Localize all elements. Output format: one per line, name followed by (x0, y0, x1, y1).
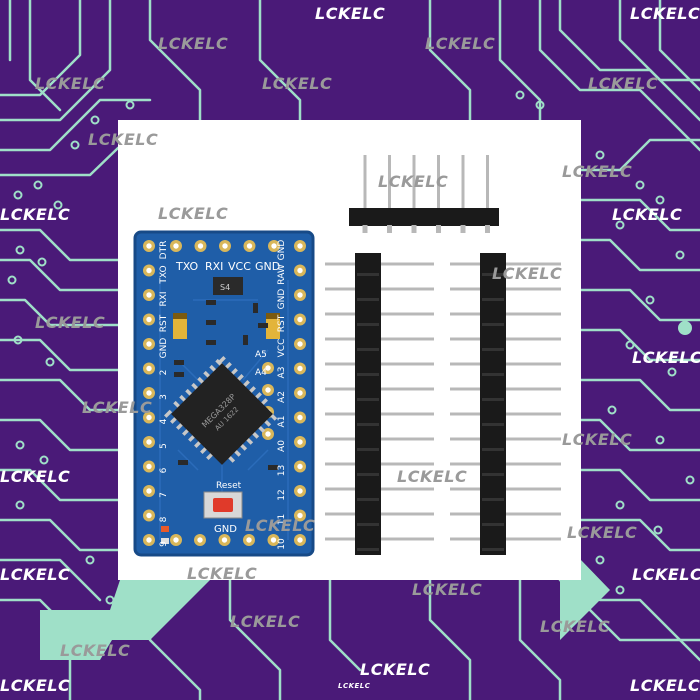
right-pin-label: RST (277, 314, 287, 332)
watermark-text: LCKELC (0, 676, 71, 695)
watermark-text: LCKELC (35, 313, 106, 332)
pin-header-right (450, 253, 561, 555)
label-a4: A4 (255, 368, 267, 378)
watermark-text: LCKELC (492, 264, 563, 283)
header-body (349, 208, 499, 226)
watermark-text: LCKELC (230, 612, 301, 631)
right-pin-label: 10 (277, 538, 287, 550)
label-bottom-gnd: GND (214, 524, 237, 535)
product-panel: TXO RXI VCC GND S4 MEGA328P (118, 120, 581, 580)
right-pin-label: A2 (277, 391, 287, 403)
label-a5: A5 (255, 350, 267, 360)
right-pin-label: VCC (277, 339, 287, 358)
watermark-text: LCKELC (262, 74, 333, 93)
left-pin-label: 9 (159, 541, 169, 547)
watermark-text: LCKELC (630, 676, 700, 695)
right-pin-label: GND (277, 289, 287, 310)
watermark-text: LCKELC (397, 467, 468, 486)
pin-header-icon (355, 253, 381, 555)
microcontroller-chip-icon: MEGA328P AU 1622 (164, 356, 278, 465)
watermark-text: LCKELC (540, 617, 611, 636)
watermark-text-small: LCKELC (338, 682, 371, 690)
left-pin-label: 2 (159, 370, 169, 376)
right-pin-label: 11 (277, 514, 287, 525)
watermark-text: LCKELC (562, 430, 633, 449)
right-pin-label: A1 (277, 416, 287, 428)
watermark-text: LCKELC (360, 660, 431, 679)
left-pin-label: 3 (159, 394, 169, 400)
watermark-text: LCKELC (315, 4, 386, 23)
watermark-text: LCKELC (158, 34, 229, 53)
watermark-text: LCKELC (412, 580, 483, 599)
right-pin-label: GND (277, 240, 287, 261)
regulator-marking: S4 (220, 283, 230, 292)
pcb-board-icon: TXO RXI VCC GND S4 MEGA328P (133, 230, 315, 557)
watermark-text: LCKELC (425, 34, 496, 53)
left-pin-label: 7 (159, 492, 169, 498)
left-pin-label: 4 (159, 418, 169, 424)
label-gnd: GND (255, 260, 280, 273)
led (161, 526, 169, 532)
watermark-text: LCKELC (562, 162, 633, 181)
reset-label: Reset (216, 481, 242, 491)
watermark-text: LCKELC (378, 172, 449, 191)
arduino-pro-mini-illustration: TXO RXI VCC GND S4 MEGA328P (133, 155, 561, 557)
watermark-text: LCKELC (0, 565, 71, 584)
left-pin-label: DTR (159, 241, 169, 260)
watermark-text: LCKELC (82, 398, 153, 417)
left-pin-label: 8 (159, 516, 169, 522)
right-pin-label: RAW (277, 264, 287, 285)
watermark-text: LCKELC (632, 348, 700, 367)
watermark-text: LCKELC (0, 205, 71, 224)
left-pin-label: RXI (159, 291, 169, 306)
watermark-text: LCKELC (567, 523, 638, 542)
led (161, 538, 169, 544)
watermark-text: LCKELC (245, 516, 316, 535)
pin-header-left (325, 253, 434, 555)
watermark-text: LCKELC (0, 467, 71, 486)
right-pin-label: 12 (277, 489, 287, 500)
right-pin-label: 13 (277, 465, 287, 476)
left-pin-label: TXO (159, 265, 169, 284)
label-rxi: RXI (205, 260, 223, 273)
watermark-text: LCKELC (588, 74, 659, 93)
capacitor (173, 313, 187, 339)
watermark-text: LCKELC (632, 565, 700, 584)
left-pin-label: GND (159, 338, 169, 359)
watermark-text: LCKELC (187, 564, 258, 583)
voltage-regulator (213, 277, 243, 295)
capacitor (266, 313, 280, 339)
label-vcc: VCC (228, 260, 251, 273)
watermark-text: LCKELC (630, 4, 700, 23)
label-txo: TXO (175, 260, 199, 273)
right-pin-label: A0 (277, 440, 287, 452)
pin-header-icon (480, 253, 506, 555)
right-pin-label: A3 (277, 367, 287, 379)
watermark-text: LCKELC (35, 74, 106, 93)
left-pin-label: 6 (159, 467, 169, 473)
watermark-text: LCKELC (88, 130, 159, 149)
left-pin-label: RST (159, 314, 169, 332)
straight-pin-header (349, 155, 499, 233)
watermark-text: LCKELC (60, 641, 131, 660)
watermark-text: LCKELC (612, 205, 683, 224)
left-pin-label: 5 (159, 443, 169, 449)
watermark-text: LCKELC (158, 204, 229, 223)
